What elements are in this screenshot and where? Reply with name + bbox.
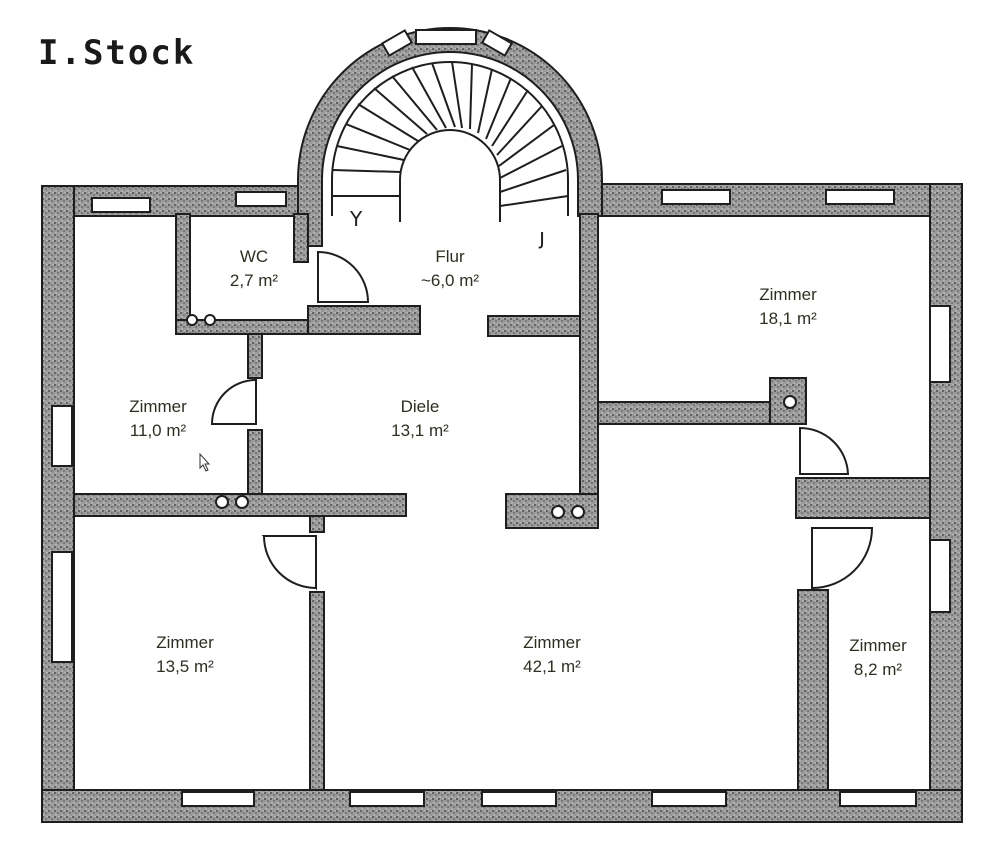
wall-w-upper [247,333,263,379]
room-name: WC [240,247,268,266]
doors [210,250,874,591]
wall-w-lower [247,429,263,501]
room-name: Zimmer [759,285,817,304]
mouse-cursor-icon [199,452,211,472]
room-name: Zimmer [849,636,907,655]
door-zimmer-se [811,527,874,590]
wall-se-lower [797,589,829,791]
room-label-diele: Diele 13,1 m² [391,397,449,440]
wall-room-ne-bottom [597,401,797,425]
room-name: Zimmer [156,633,214,652]
newel-right: ȷ [538,225,545,250]
wall-top-right [597,183,961,217]
room-name: Zimmer [129,397,187,416]
door-zimmer-w [210,378,257,425]
room-label-zimmer-ne: Zimmer 18,1 m² [759,285,817,328]
room-name: Flur [435,247,465,266]
wall-sw-lower [309,591,325,791]
room-label-flur: Flur ~6,0 m² [421,247,479,290]
flur-wall-right [487,315,585,337]
room-name: Diele [401,397,440,416]
stair-tower-wall [297,27,603,247]
chimney-flues [186,314,797,519]
room-label-zimmer-s: Zimmer 42,1 m² [523,633,581,676]
stair-tower: Y ȷ [297,27,603,250]
stair-inner-edge [399,129,501,222]
room-area: 13,5 m² [156,657,214,676]
wall-left [41,185,75,823]
wall-flur-right [579,213,599,529]
flur-wall-left [307,305,421,335]
door-wc [317,250,370,303]
newel-left: Y [349,207,363,231]
stair-window-left [380,29,414,57]
stair-outer-edge [331,61,569,216]
stair-window-top [415,29,477,45]
room-area: 8,2 m² [854,660,903,679]
room-area: 42,1 m² [523,657,581,676]
room-area: 18,1 m² [759,309,817,328]
windows [51,189,951,807]
room-label-zimmer-se: Zimmer 8,2 m² [849,636,907,679]
door-zimmer-sw [262,535,317,590]
room-area: 11,0 m² [130,421,187,440]
stair-window-right [480,29,514,57]
room-label-zimmer-w: Zimmer 11,0 m² [129,397,187,440]
room-area: 13,1 m² [391,421,449,440]
interior-walls [73,213,931,791]
room-label-wc: WC 2,7 m² [230,247,279,290]
wall-right [929,183,963,823]
room-area: 2,7 m² [230,271,279,290]
wall-sw-upper [309,515,325,533]
wc-wall-right-upper [293,213,309,263]
wall-room-se-top [795,477,931,519]
room-name: Zimmer [523,633,581,652]
door-zimmer-ne [799,426,850,475]
stair-steps [332,61,569,207]
room-label-zimmer-sw: Zimmer 13,5 m² [156,633,214,676]
room-area: ~6,0 m² [421,271,479,290]
floor-title: I.Stock [38,33,195,73]
